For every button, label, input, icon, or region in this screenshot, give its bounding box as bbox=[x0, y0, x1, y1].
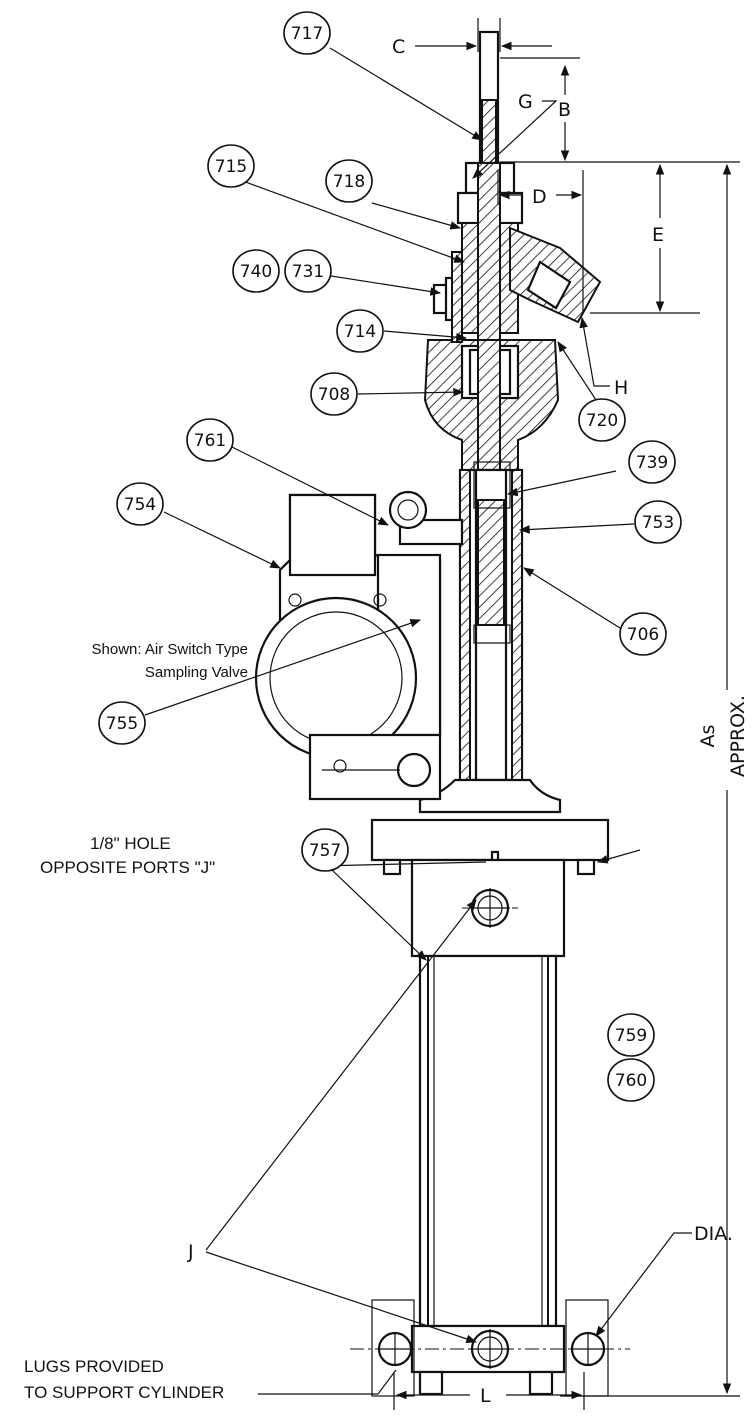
dim-label-d: D bbox=[532, 186, 547, 208]
callout-753: 753 bbox=[634, 500, 682, 544]
note-hole-line1: 1/8" HOLE bbox=[90, 834, 171, 853]
callout-715: 715 bbox=[207, 144, 255, 188]
callout-717: 717 bbox=[283, 11, 331, 55]
svg-text:754: 754 bbox=[124, 495, 156, 515]
sample-outlet bbox=[509, 226, 602, 324]
svg-text:As: As bbox=[697, 725, 719, 748]
note-hole-line2: OPPOSITE PORTS "J" bbox=[40, 858, 215, 877]
callout-755: 755 bbox=[98, 701, 146, 745]
leader-lines bbox=[144, 47, 692, 1395]
note-lugs-line2: TO SUPPORT CYLINDER bbox=[24, 1383, 224, 1402]
dimension-lines bbox=[393, 18, 740, 1410]
callout-760: 760 bbox=[607, 1058, 655, 1102]
svg-text:755: 755 bbox=[106, 714, 138, 734]
support-lugs bbox=[350, 1299, 630, 1397]
cylinder-head bbox=[410, 858, 566, 958]
svg-text:761: 761 bbox=[194, 431, 226, 451]
callout-740: 740 bbox=[232, 249, 280, 293]
svg-text:739: 739 bbox=[636, 453, 668, 473]
label-j: J bbox=[187, 1241, 194, 1263]
svg-text:760: 760 bbox=[615, 1071, 647, 1091]
svg-text:717: 717 bbox=[291, 24, 323, 44]
svg-text:720: 720 bbox=[586, 411, 618, 431]
callout-757: 757 bbox=[301, 828, 349, 872]
note-shown-line2: Sampling Valve bbox=[145, 664, 248, 681]
label-g: G bbox=[518, 91, 533, 113]
callout-731: 731 bbox=[284, 249, 332, 293]
dim-label-e: E bbox=[652, 224, 664, 246]
callout-739: 739 bbox=[628, 440, 676, 484]
callout-754: 754 bbox=[116, 482, 164, 526]
switch-enclosure bbox=[254, 490, 464, 801]
svg-text:740: 740 bbox=[240, 262, 272, 282]
valve-body bbox=[423, 339, 560, 491]
svg-text:757: 757 bbox=[309, 841, 341, 861]
label-dia: DIA. bbox=[694, 1223, 733, 1245]
air-cylinder bbox=[410, 954, 566, 1396]
svg-text:718: 718 bbox=[333, 172, 365, 192]
callout-718: 718 bbox=[325, 159, 373, 203]
dim-label-c: C bbox=[392, 36, 405, 58]
callout-720: 720 bbox=[578, 398, 626, 442]
valve-barrel bbox=[458, 461, 524, 782]
callout-714: 714 bbox=[336, 309, 384, 353]
svg-text:731: 731 bbox=[292, 262, 324, 282]
callout-708: 708 bbox=[310, 372, 358, 416]
valve-stem bbox=[478, 30, 500, 172]
dim-label-b: B bbox=[558, 99, 571, 121]
callout-761: 761 bbox=[186, 418, 234, 462]
note-shown-line1: Shown: Air Switch Type bbox=[92, 641, 248, 658]
svg-text:759: 759 bbox=[615, 1026, 647, 1046]
dim-label-as: As APPROX. bbox=[697, 695, 749, 777]
svg-text:753: 753 bbox=[642, 513, 674, 533]
svg-text:APPROX.: APPROX. bbox=[727, 695, 749, 777]
svg-text:715: 715 bbox=[215, 157, 247, 177]
svg-text:714: 714 bbox=[344, 322, 376, 342]
lower-flange bbox=[370, 778, 610, 876]
side-fitting bbox=[432, 251, 463, 343]
svg-text:708: 708 bbox=[318, 385, 350, 405]
callout-759: 759 bbox=[607, 1013, 655, 1057]
label-h: H bbox=[614, 377, 628, 399]
dim-label-l: L bbox=[480, 1385, 491, 1407]
callout-706: 706 bbox=[619, 612, 667, 656]
svg-text:706: 706 bbox=[627, 625, 659, 645]
note-lugs-line1: LUGS PROVIDED bbox=[24, 1357, 164, 1376]
